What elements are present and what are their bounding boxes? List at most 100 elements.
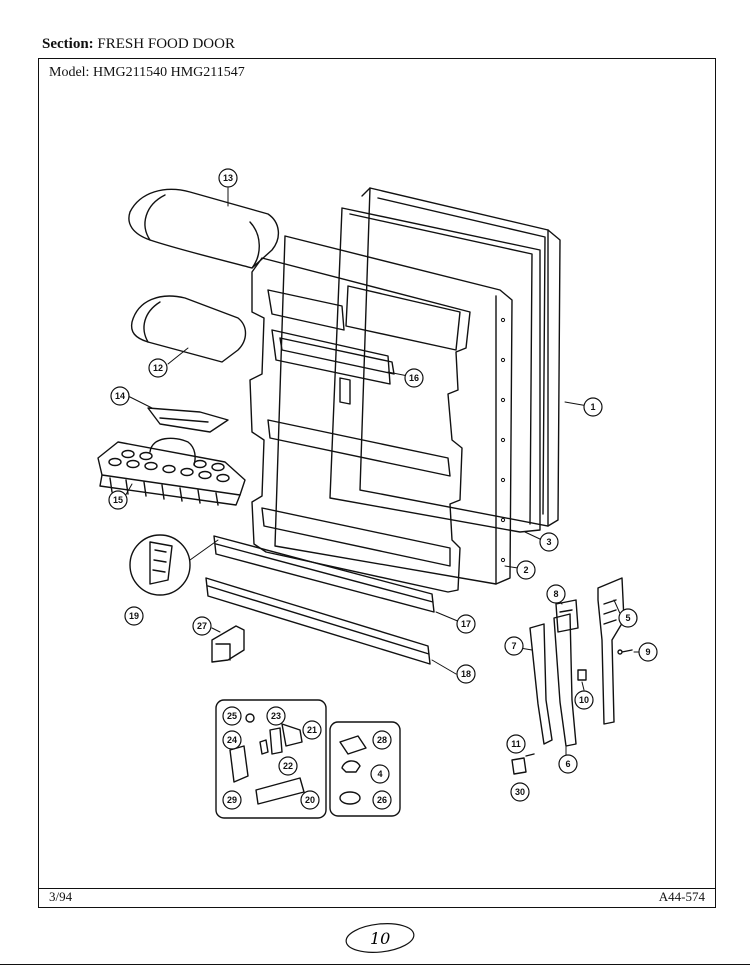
callout-12-circle [148, 358, 168, 378]
handwritten-page-number: 10 [370, 929, 390, 948]
callout-29-label: 29 [227, 795, 237, 805]
part-7-hinge-arm [529, 623, 553, 745]
callout-11: 11 [506, 734, 526, 754]
callout-16: 16 [404, 368, 424, 388]
callout-13: 13 [218, 168, 238, 188]
callout-20: 20 [300, 790, 320, 810]
callout-27: 27 [192, 616, 212, 636]
callout-4: 4 [370, 764, 390, 784]
callout-22-circle [278, 756, 298, 776]
door-liner-inner-shelves [249, 257, 471, 593]
callout-23-label: 23 [271, 711, 281, 721]
section-value: FRESH FOOD DOOR [97, 36, 235, 52]
callout-19: 19 [124, 606, 144, 626]
callout-26-label: 26 [377, 795, 387, 805]
callout-19-label: 19 [129, 611, 139, 621]
callout-18: 18 [456, 664, 476, 684]
callout-22: 22 [278, 756, 298, 776]
callout-7: 7 [504, 636, 524, 656]
callout-30-label: 30 [515, 787, 525, 797]
page-bottom-rule [0, 964, 750, 965]
callout-12-label: 12 [153, 363, 163, 373]
callout-7-circle [504, 636, 524, 656]
callout-17-label: 17 [461, 619, 471, 629]
footer-code: A44-574 [658, 889, 705, 904]
handwritten-page-mark: 10 [345, 923, 415, 953]
callout-6-label: 6 [565, 759, 570, 769]
callout-8: 8 [546, 584, 566, 604]
callout-23-circle [266, 706, 286, 726]
callout-18-label: 18 [461, 669, 471, 679]
callout-2-circle [516, 560, 536, 580]
callout-9-circle [638, 642, 658, 662]
section-label: Section: [42, 36, 94, 52]
callout-17-circle [456, 614, 476, 634]
part-9-screw [617, 649, 633, 655]
callout-4-circle [370, 764, 390, 784]
part-14-tray [147, 407, 229, 433]
callout-26: 26 [372, 790, 392, 810]
callout-4-label: 4 [377, 769, 382, 779]
part-2-door-liner [274, 235, 513, 585]
part-18-door-bar [205, 577, 431, 665]
callout-25-circle [222, 706, 242, 726]
footer-date: 3/94 [49, 889, 73, 904]
callout-19-circle [124, 606, 144, 626]
footer-divider [39, 888, 715, 889]
part-3-gasket [329, 207, 541, 533]
callout-15-label: 15 [113, 495, 123, 505]
callout-2: 2 [516, 560, 536, 580]
callout-22-label: 22 [283, 761, 293, 771]
callout-30-circle [510, 782, 530, 802]
model-label: Model: [49, 65, 90, 80]
callout-25-label: 25 [227, 711, 237, 721]
callout-28-circle [372, 730, 392, 750]
callout-11-label: 11 [511, 739, 521, 749]
callout-10-label: 10 [579, 695, 589, 705]
callout-8-circle [546, 584, 566, 604]
callout-3: 3 [539, 532, 559, 552]
callout-16-label: 16 [409, 373, 419, 383]
callout-10: 10 [574, 690, 594, 710]
callout-9-label: 9 [645, 647, 650, 657]
callout-1-label: 1 [590, 402, 595, 412]
callout-10-circle [574, 690, 594, 710]
part-1-door-panel [359, 187, 561, 527]
part-6-hinge-arm [553, 613, 577, 747]
part-19-end-detail [129, 534, 219, 596]
callout-24-label: 24 [227, 735, 237, 745]
callout-14-label: 14 [115, 391, 125, 401]
part-17-door-bar [213, 535, 435, 613]
model-line: Model: HMG211540 HMG211547 [49, 65, 245, 81]
callout-28-label: 28 [377, 735, 387, 745]
callout-21-label: 21 [307, 725, 317, 735]
callout-28: 28 [372, 730, 392, 750]
callout-17: 17 [456, 614, 476, 634]
callout-6-circle [558, 754, 578, 774]
part-10-stop [577, 669, 587, 681]
callout-5-label: 5 [625, 613, 630, 623]
callout-9: 9 [638, 642, 658, 662]
callout-27-circle [192, 616, 212, 636]
callout-27-label: 27 [197, 621, 207, 631]
callout-24: 24 [222, 730, 242, 750]
callout-14-circle [110, 386, 130, 406]
callout-18-circle [456, 664, 476, 684]
callout-3-circle [539, 532, 559, 552]
callout-1-circle [583, 397, 603, 417]
callout-25: 25 [222, 706, 242, 726]
part-8-hinge-bracket [555, 599, 579, 633]
callout-30: 30 [510, 782, 530, 802]
part-15-egg-tray [97, 437, 246, 506]
callout-6: 6 [558, 754, 578, 774]
callout-8-label: 8 [553, 589, 558, 599]
callout-13-circle [218, 168, 238, 188]
part-16-shelf-bar [279, 337, 395, 375]
callout-5: 5 [618, 608, 638, 628]
part-27-bracket [211, 625, 245, 663]
part-5-hinge [597, 577, 625, 725]
callout-1: 1 [583, 397, 603, 417]
section-heading: Section: FRESH FOOD DOOR [42, 36, 235, 53]
inset-hardware-box-left [215, 699, 327, 819]
